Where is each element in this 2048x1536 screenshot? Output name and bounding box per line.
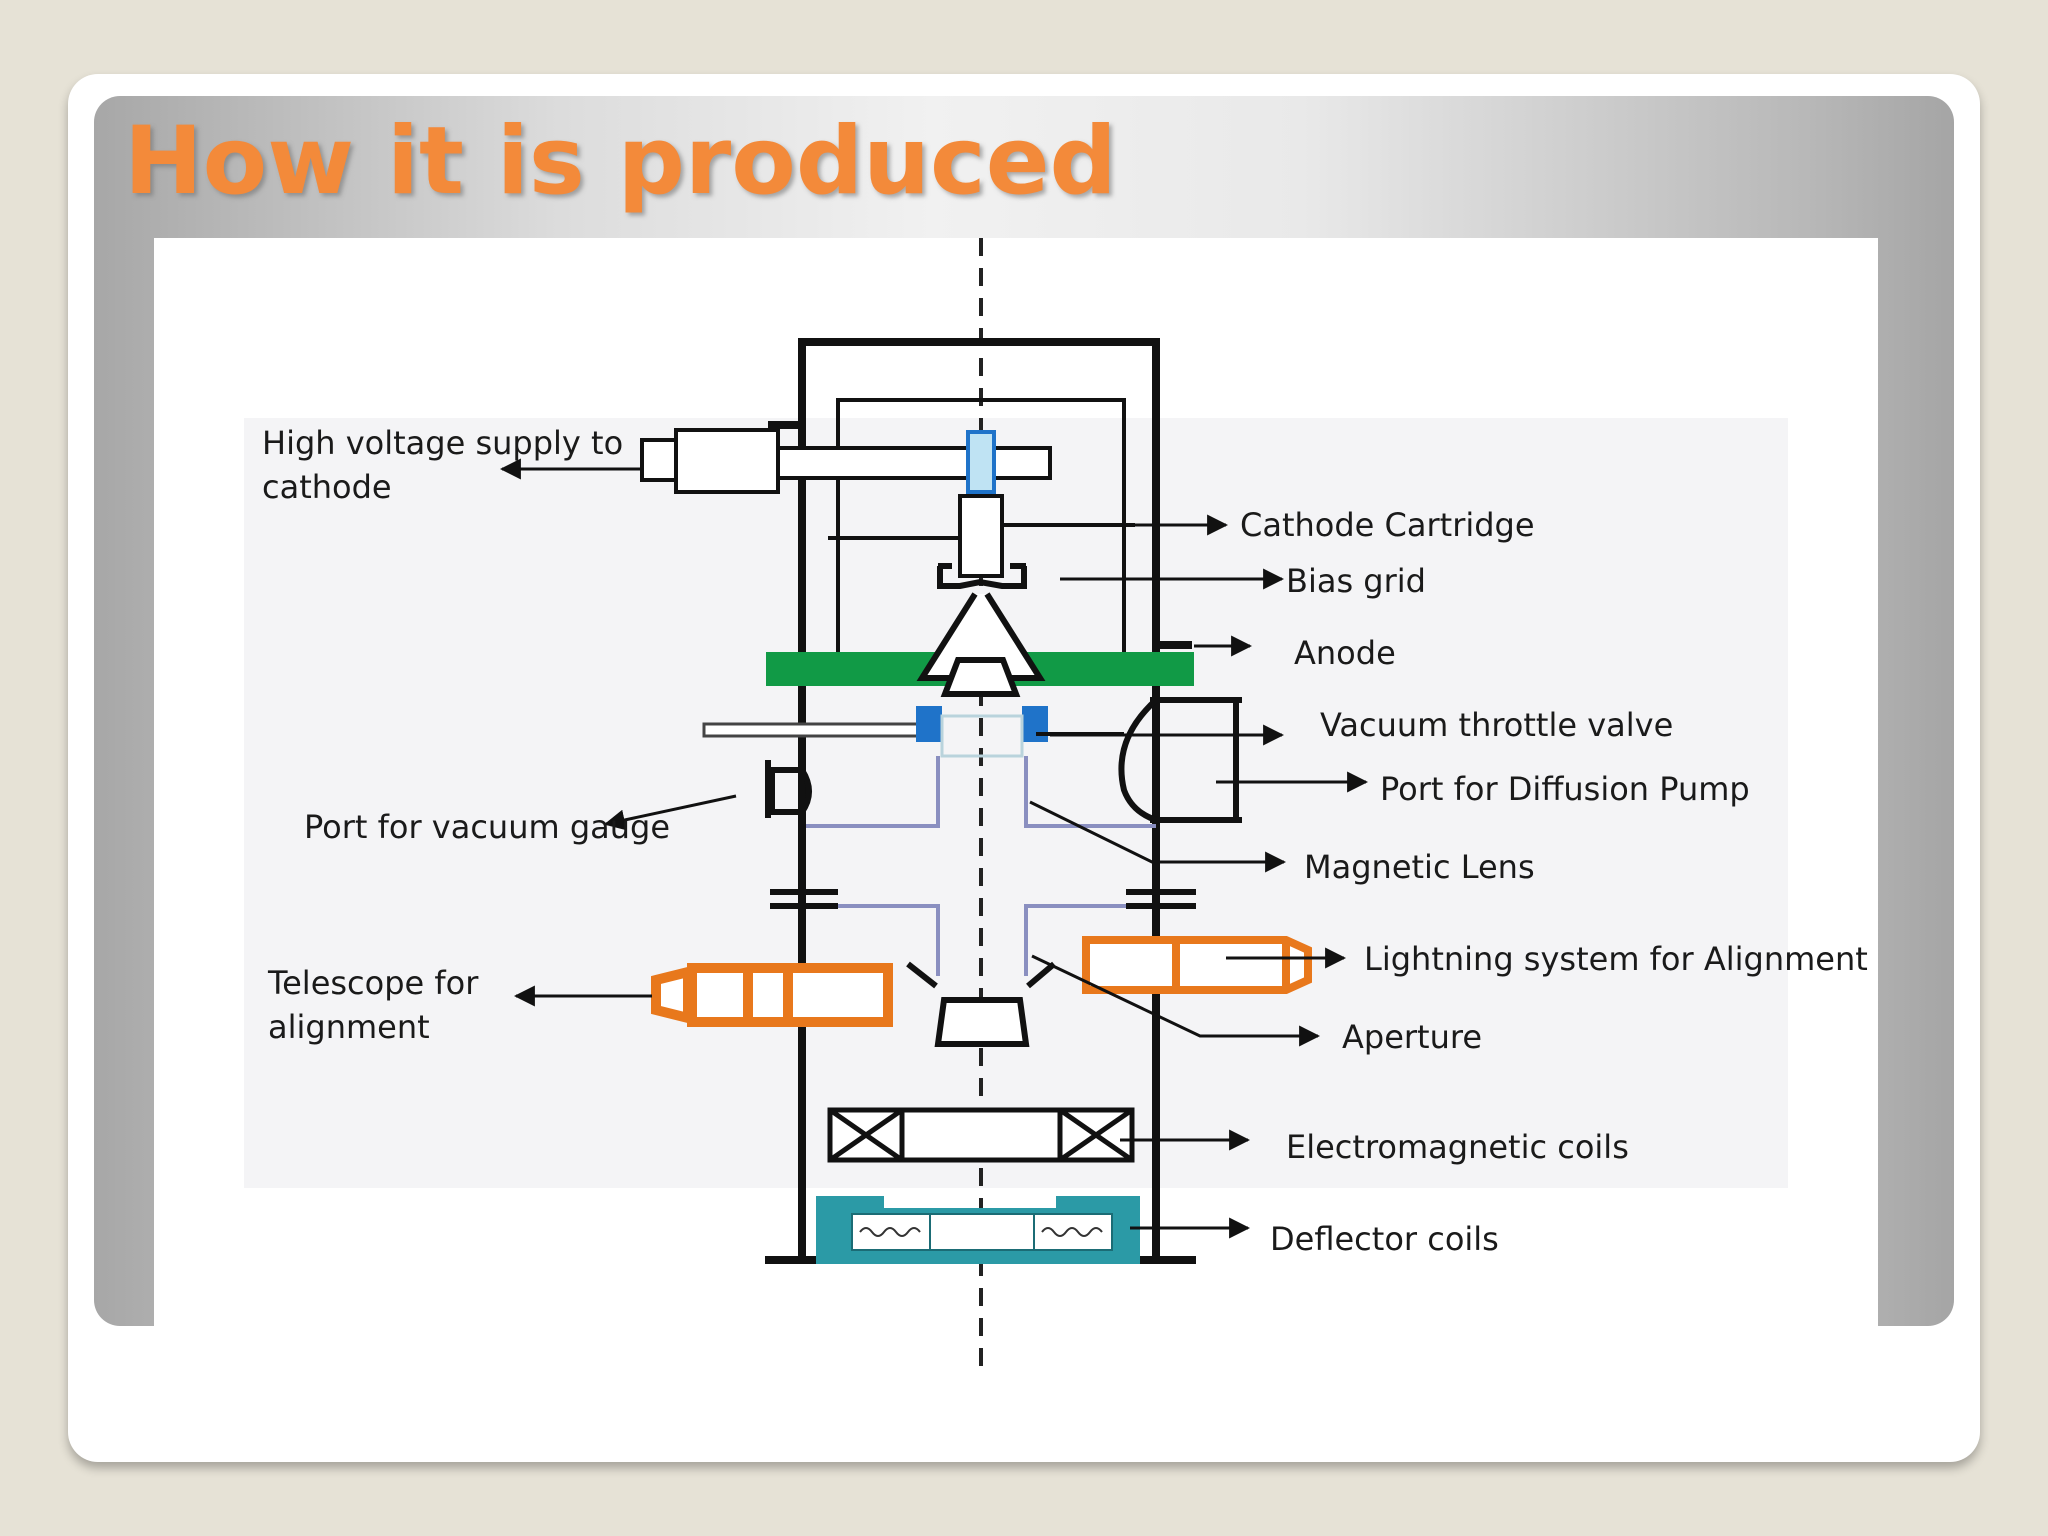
anode-cone	[916, 592, 1046, 697]
aperture	[906, 961, 1056, 1047]
label-aperture: Aperture	[1342, 1018, 1482, 1056]
deflector-coils	[816, 1196, 1140, 1264]
label-telescope-alignment: Telescope for	[267, 964, 479, 1002]
label-vacuum-throttle-valve: Vacuum throttle valve	[1320, 706, 1673, 744]
alignment-telescope	[651, 963, 893, 1027]
lens-flanges	[770, 889, 1196, 909]
label-bias-grid: Bias grid	[1286, 562, 1426, 600]
label-port-diffusion-pump: Port for Diffusion Pump	[1380, 770, 1750, 808]
label-port-vacuum-gauge: Port for vacuum gauge	[304, 808, 670, 846]
label-cathode-cartridge: Cathode Cartridge	[1240, 506, 1535, 544]
label-telescope-alignment-cont: alignment	[268, 1008, 430, 1046]
cathode-cartridge	[958, 430, 1135, 578]
label-lightning-system: Lightning system for Alignment	[1364, 940, 1868, 978]
diagram-inner-panel	[244, 418, 1788, 1188]
electromagnetic-coils	[827, 1107, 1135, 1163]
slide-title: How it is produced	[124, 107, 1117, 216]
leader-arrows	[499, 458, 1369, 1239]
label-high-voltage-supply-cont: cathode	[262, 468, 392, 506]
column-outer-wall	[765, 338, 1196, 1264]
vacuum-gauge-port	[765, 760, 812, 818]
label-deflector-coils: Deflector coils	[1270, 1220, 1499, 1258]
label-high-voltage-supply: High voltage supply to	[262, 424, 623, 462]
electron-microscope-diagram: High voltage supply to cathode Cathode C…	[154, 238, 1878, 1368]
label-electromagnetic-coils: Electromagnetic coils	[1286, 1128, 1629, 1166]
alignment-light	[1082, 936, 1312, 994]
diffusion-pump-port	[1118, 697, 1242, 823]
magnetic-lens	[806, 756, 1156, 976]
label-anode: Anode	[1294, 634, 1396, 672]
label-magnetic-lens: Magnetic Lens	[1304, 848, 1535, 886]
high-voltage-feedthrough	[640, 428, 1052, 494]
diagram-area: High voltage supply to cathode Cathode C…	[154, 238, 1878, 1378]
bias-grid	[937, 563, 1027, 589]
